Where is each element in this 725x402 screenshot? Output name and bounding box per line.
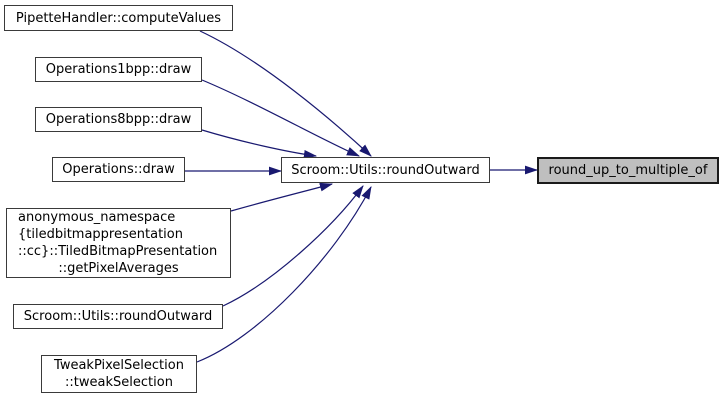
- node-round-up-to-multiple-of: round_up_to_multiple_of: [537, 157, 719, 184]
- node-label-line: anonymous_namespace: [18, 210, 176, 225]
- node-label: Scroom::Utils::roundOutward: [23, 309, 213, 324]
- node-label-line: ::getPixelAverages: [58, 261, 179, 276]
- node-label: Operations8bpp::draw: [45, 112, 192, 127]
- node-label: PipetteHandler::computeValues: [15, 10, 222, 26]
- edge-getpixelaverages-to-roundoutward: [230, 182, 334, 212]
- node-pipettehandler-computevalues[interactable]: PipetteHandler::computeValues: [4, 5, 233, 31]
- node-scroom-utils-roundoutward-caller[interactable]: Scroom::Utils::roundOutward: [13, 304, 223, 329]
- node-label: Operations::draw: [62, 162, 175, 177]
- node-label-line: TweakPixelSelection: [54, 358, 184, 373]
- edge-roundoutwardcaller-to-roundoutward: [222, 185, 364, 307]
- edge-ops8bpp-to-roundoutward: [201, 129, 318, 159]
- edge-tweak-to-roundoutward: [196, 186, 372, 363]
- node-operations1bpp-draw[interactable]: Operations1bpp::draw: [35, 57, 202, 82]
- node-tiledbitmappresentation-getpixelaverages[interactable]: anonymous_namespace {tiledbitmappresenta…: [6, 208, 231, 278]
- edge-pipette-to-roundoutward: [199, 30, 372, 157]
- node-label: round_up_to_multiple_of: [548, 163, 708, 178]
- node-tweakpixelselection-tweakselection[interactable]: TweakPixelSelection ::tweakSelection: [41, 355, 197, 393]
- node-operations-draw[interactable]: Operations::draw: [52, 157, 185, 182]
- node-label: Scroom::Utils::roundOutward: [291, 162, 480, 178]
- edge-ops1bpp-to-roundoutward: [201, 79, 361, 157]
- node-label-line: ::tweakSelection: [65, 375, 173, 390]
- node-label-line: {tiledbitmappresentation: [18, 227, 183, 242]
- node-label: Operations1bpp::draw: [45, 62, 192, 77]
- node-scroom-utils-roundoutward[interactable]: Scroom::Utils::roundOutward: [281, 157, 490, 183]
- node-label-line: ::cc}::TiledBitmapPresentation: [18, 244, 218, 259]
- node-operations8bpp-draw[interactable]: Operations8bpp::draw: [35, 107, 202, 132]
